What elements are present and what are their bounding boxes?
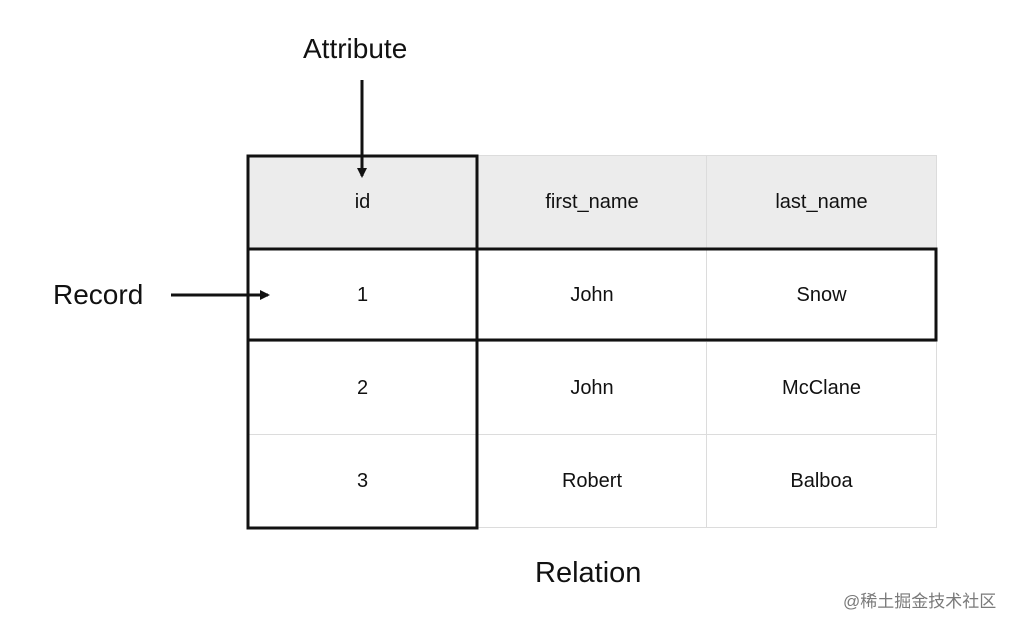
table-row: 3 Robert Balboa bbox=[247, 434, 937, 528]
table-row: 2 John McClane bbox=[247, 341, 937, 435]
cell-last-name: Balboa bbox=[706, 434, 937, 528]
column-header-last-name: last_name bbox=[706, 155, 937, 249]
cell-first-name: Robert bbox=[477, 434, 707, 528]
column-header-id: id bbox=[247, 155, 478, 249]
relation-table: id first_name last_name 1 John Snow 2 Jo… bbox=[247, 155, 937, 528]
cell-id: 1 bbox=[247, 248, 478, 342]
cell-last-name: McClane bbox=[706, 341, 937, 435]
table-row: 1 John Snow bbox=[247, 248, 937, 342]
attribute-label: Attribute bbox=[303, 33, 408, 64]
table-header-row: id first_name last_name bbox=[247, 155, 937, 249]
relation-label: Relation bbox=[535, 557, 642, 589]
column-header-first-name: first_name bbox=[477, 155, 707, 249]
record-label: Record bbox=[53, 279, 144, 310]
cell-first-name: John bbox=[477, 248, 707, 342]
cell-id: 3 bbox=[247, 434, 478, 528]
cell-id: 2 bbox=[247, 341, 478, 435]
cell-last-name: Snow bbox=[706, 248, 937, 342]
watermark: @稀土掘金技术社区 bbox=[843, 592, 997, 611]
cell-first-name: John bbox=[477, 341, 707, 435]
